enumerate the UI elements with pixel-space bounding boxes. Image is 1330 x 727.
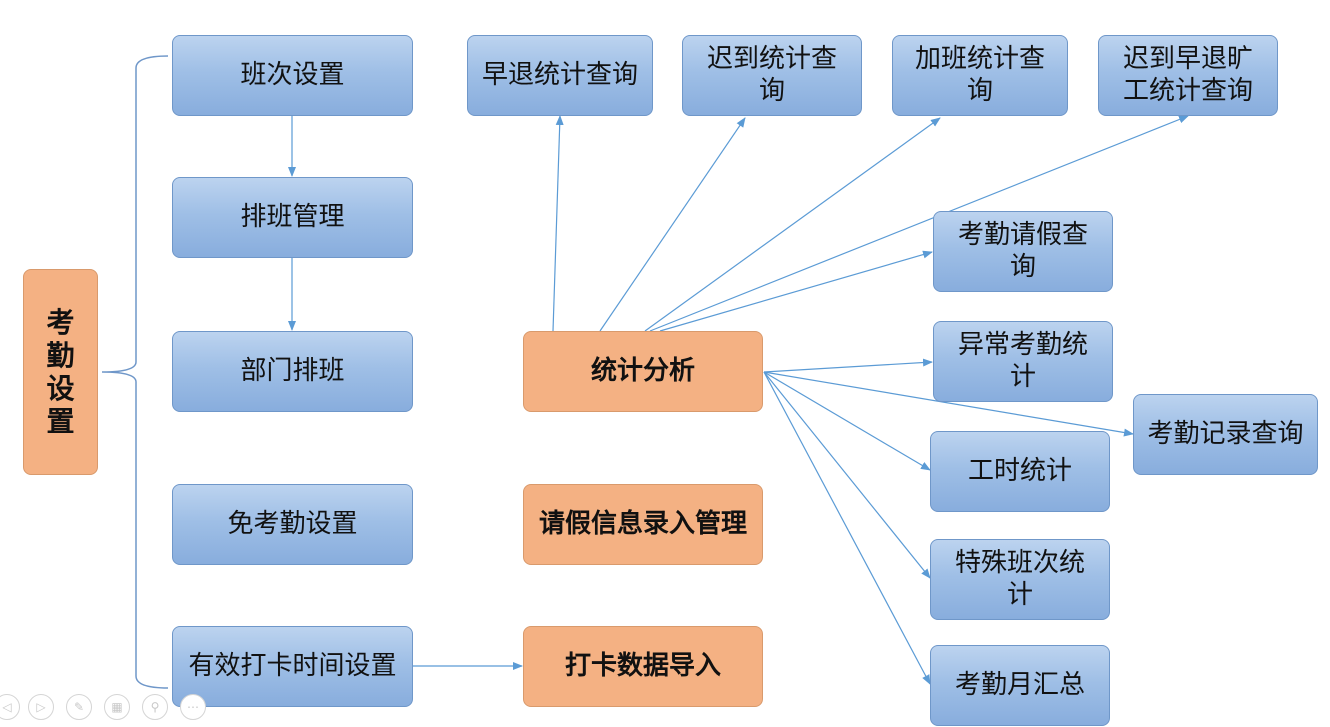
link-early-leave bbox=[552, 115, 564, 332]
link-overtime bbox=[644, 117, 941, 332]
node-records: 考勤记录查询 bbox=[1133, 394, 1318, 475]
node-leave-query: 考勤请假查询 bbox=[933, 211, 1113, 292]
next-icon[interactable]: ▷ bbox=[28, 694, 54, 720]
link-monthly bbox=[763, 371, 931, 685]
pen-icon[interactable]: ✎ bbox=[66, 694, 92, 720]
statistics-links bbox=[552, 115, 1189, 685]
node-overtime: 加班统计查询 bbox=[892, 35, 1068, 116]
node-late: 迟到统计查询 bbox=[682, 35, 862, 116]
node-shift-setup-label: 班次设置 bbox=[240, 59, 345, 90]
node-leave-entry-label: 请假信息录入管理 bbox=[538, 508, 747, 539]
link-late-early-absent bbox=[649, 115, 1189, 332]
node-punch-import: 打卡数据导入 bbox=[523, 626, 763, 707]
node-early-leave: 早退统计查询 bbox=[467, 35, 653, 116]
root-label: 考勤设置 bbox=[46, 305, 75, 439]
node-work-hours-label: 工时统计 bbox=[967, 455, 1072, 486]
node-special-shift: 特殊班次统计 bbox=[930, 539, 1110, 620]
node-punch-time-setup: 有效打卡时间设置 bbox=[172, 626, 413, 707]
node-leave-entry: 请假信息录入管理 bbox=[523, 484, 763, 565]
link-leave-query bbox=[659, 250, 933, 332]
link-abnormal bbox=[763, 358, 933, 373]
node-late-early-absent: 迟到早退旷工统计查询 bbox=[1098, 35, 1278, 116]
node-dept-scheduling-label: 部门排班 bbox=[240, 355, 345, 386]
node-statistics-label: 统计分析 bbox=[590, 355, 695, 386]
node-special-shift-label: 特殊班次统计 bbox=[954, 548, 1085, 610]
zoom-icon[interactable]: ⚲ bbox=[142, 694, 168, 720]
node-early-leave-label: 早退统计查询 bbox=[481, 59, 638, 90]
link-records bbox=[763, 371, 1134, 437]
slides-icon[interactable]: ▦ bbox=[104, 694, 130, 720]
node-dept-scheduling: 部门排班 bbox=[172, 331, 413, 412]
link-late bbox=[599, 117, 746, 332]
node-scheduling-label: 排班管理 bbox=[240, 201, 345, 232]
node-abnormal: 异常考勤统计 bbox=[933, 321, 1113, 402]
prev-icon[interactable]: ◁ bbox=[0, 694, 20, 720]
node-exempt-setup: 免考勤设置 bbox=[172, 484, 413, 565]
root-node: 考勤设置 bbox=[23, 269, 98, 475]
node-statistics: 统计分析 bbox=[523, 331, 763, 412]
node-scheduling: 排班管理 bbox=[172, 177, 413, 258]
node-shift-setup: 班次设置 bbox=[172, 35, 413, 116]
node-work-hours: 工时统计 bbox=[930, 431, 1110, 512]
node-overtime-label: 加班统计查询 bbox=[914, 44, 1045, 106]
more-icon[interactable]: ⋯ bbox=[180, 694, 206, 720]
node-monthly: 考勤月汇总 bbox=[930, 645, 1110, 726]
node-late-early-absent-label: 迟到早退旷工统计查询 bbox=[1122, 44, 1253, 106]
node-leave-query-label: 考勤请假查询 bbox=[957, 220, 1088, 282]
node-late-label: 迟到统计查询 bbox=[706, 44, 837, 106]
node-exempt-setup-label: 免考勤设置 bbox=[227, 508, 358, 539]
node-punch-time-setup-label: 有效打卡时间设置 bbox=[188, 650, 397, 681]
node-records-label: 考勤记录查询 bbox=[1147, 418, 1304, 449]
node-punch-import-label: 打卡数据导入 bbox=[564, 650, 721, 681]
group-bracket bbox=[101, 55, 169, 689]
node-monthly-label: 考勤月汇总 bbox=[954, 669, 1085, 700]
node-abnormal-label: 异常考勤统计 bbox=[957, 330, 1088, 392]
link-work-hours bbox=[763, 371, 931, 471]
link-special-shift bbox=[763, 371, 931, 579]
